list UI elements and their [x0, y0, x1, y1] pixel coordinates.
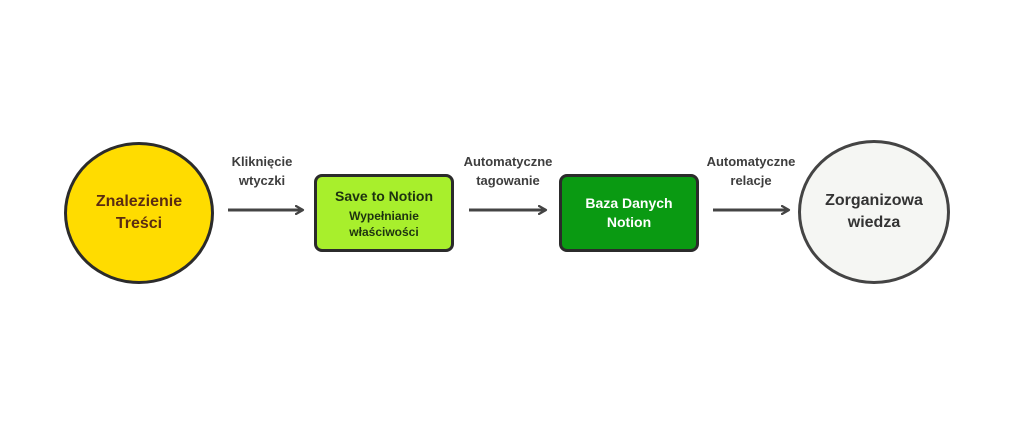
node-save-to-notion-subtitle: Wypełnianie właściwości [349, 208, 419, 239]
node-organized-knowledge: Zorganizowa wiedza [798, 140, 950, 284]
node-save-to-notion-title: Save to Notion [334, 187, 433, 204]
node-find-content-title: Znalezienie Treści [95, 193, 183, 232]
node-save-to-notion: Save to Notion Wypełnianie właściwości [314, 174, 454, 252]
edge-label-plugin-click: Kliknięcie wtyczki [231, 154, 293, 188]
node-notion-database-title: Baza Danych Notion [585, 195, 673, 230]
node-organized-knowledge-title: Zorganizowa wiedza [825, 192, 923, 231]
node-notion-database: Baza Danych Notion [559, 174, 699, 252]
edge-label-auto-relations: Automatyczne relacje [706, 154, 796, 188]
node-find-content: Znalezienie Treści [64, 142, 214, 284]
edge-label-auto-tagging: Automatyczne tagowanie [463, 154, 553, 188]
